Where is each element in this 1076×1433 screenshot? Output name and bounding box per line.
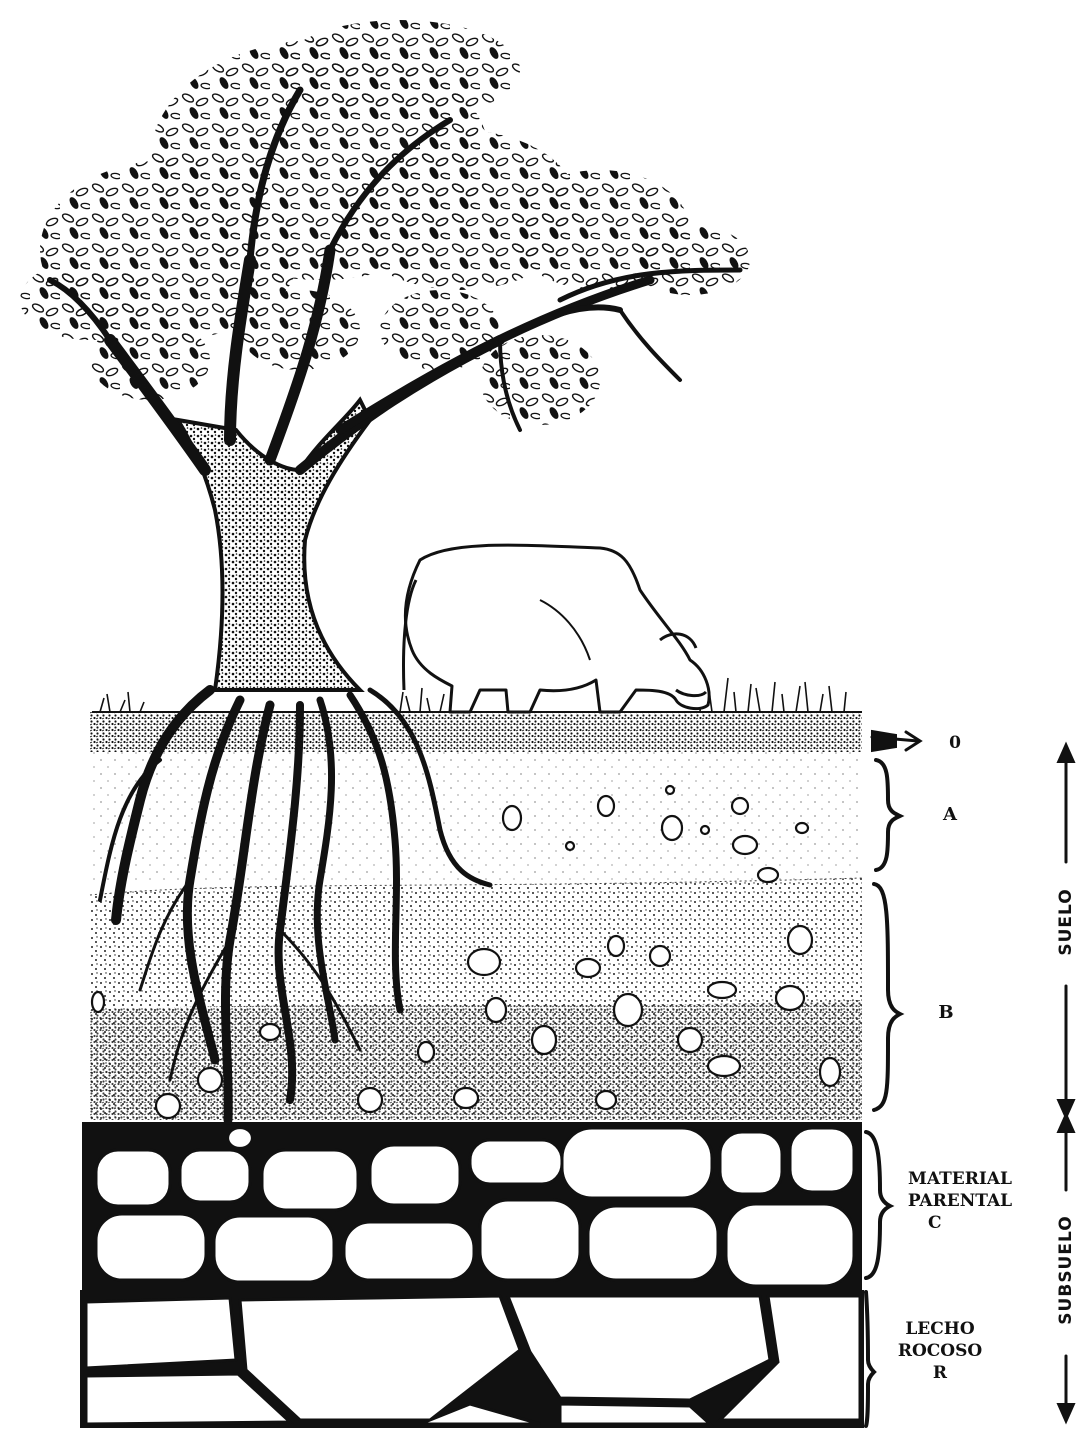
horizon-r-brace [866,1292,874,1426]
horizon-a-brace [876,760,900,870]
zone-suelo-label: SUELO [1056,884,1076,960]
horizon-c-label: MATERIAL PARENTAL C [890,1168,1030,1234]
horizon-r-label: LECHO ROCOSO R [880,1318,1000,1384]
horizon-r-label-line1: LECHO [880,1318,1000,1340]
tree-canopy [20,20,750,425]
horizon-r-layer [80,1290,864,1428]
horizon-c-label-line2: PARENTAL [890,1190,1030,1212]
horizon-a-label: A [930,804,970,826]
horizon-o-layer [90,712,862,752]
cow-illustration [404,545,710,712]
horizon-c-label-line3: C [890,1212,1030,1234]
horizon-o-label: 0 [940,732,970,754]
horizon-c-brace [866,1132,890,1278]
zone-subsuelo-label: SUBSUELO [1056,1210,1076,1330]
horizon-c-layer [82,1122,862,1292]
horizon-b-label: B [926,1002,966,1024]
horizon-r-label-line2: ROCOSO [880,1340,1000,1362]
horizon-r-label-line3: R [880,1362,1000,1384]
horizon-b-brace [874,884,900,1110]
horizon-c-label-line1: MATERIAL [890,1168,1030,1190]
